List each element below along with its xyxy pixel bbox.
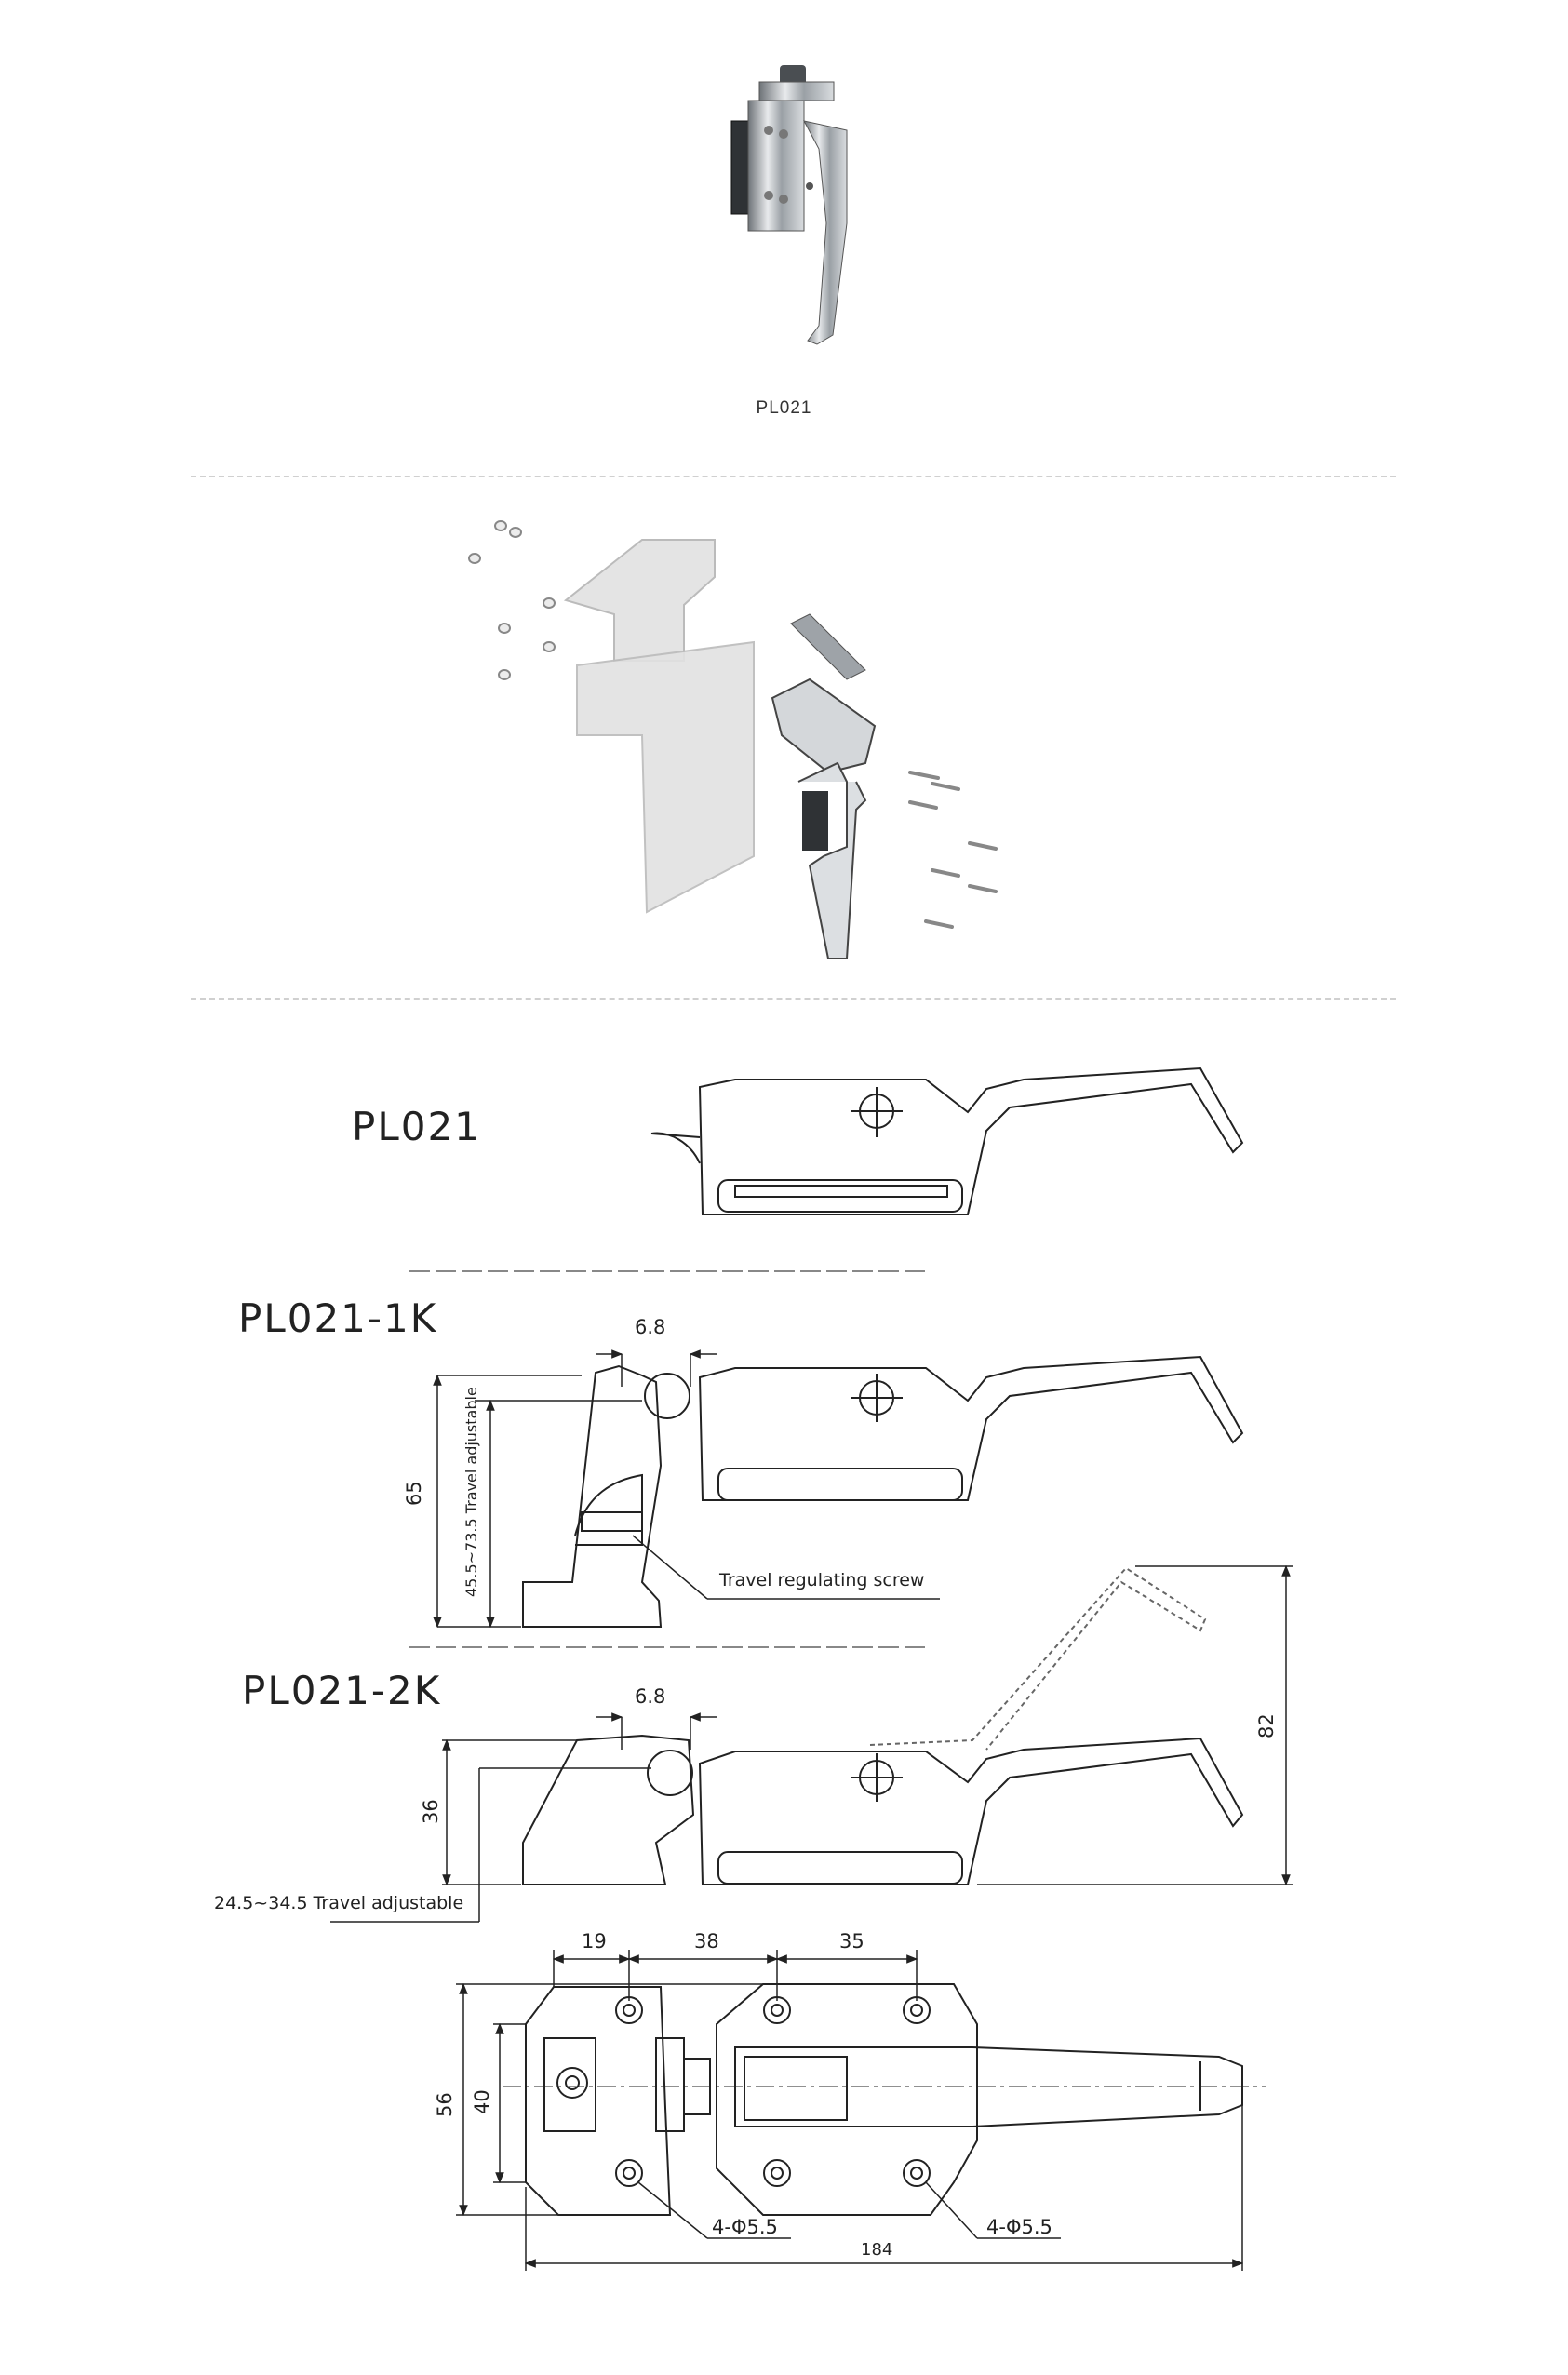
pl021-side-view xyxy=(650,1067,1244,1215)
separator xyxy=(191,998,1396,1000)
plan-view xyxy=(503,1983,1266,2216)
pl021-2k-side-view xyxy=(522,1566,1244,1885)
dim-plan-total: 184 xyxy=(861,2240,892,2260)
dim-plan-outer-h: 56 xyxy=(434,2092,456,2117)
dim-2k-open: 82 xyxy=(1255,1713,1278,1738)
dim-plan-inner-h: 40 xyxy=(471,2089,493,2114)
product-photo xyxy=(730,65,848,345)
dim-1k-height: 65 xyxy=(403,1481,425,1506)
dim-plan-c: 35 xyxy=(839,1930,864,1952)
dim-1k-top: 6.8 xyxy=(635,1316,665,1338)
drawing-title-pl021-1k: PL021-1K xyxy=(238,1295,438,1341)
pl021-1k-side-view xyxy=(522,1355,1244,1628)
holes-right-label: 4-Φ5.5 xyxy=(986,2216,1052,2238)
product-caption: PL021 xyxy=(756,398,812,418)
separator xyxy=(191,476,1396,477)
drawing-title-pl021: PL021 xyxy=(352,1104,481,1149)
dim-plan-a: 19 xyxy=(582,1930,607,1952)
dim-2k-top: 6.8 xyxy=(635,1685,665,1708)
exploded-view xyxy=(468,520,998,959)
dim-2k-height: 36 xyxy=(420,1799,442,1824)
dim-1k-travel: 45.5~73.5 Travel adjustable xyxy=(462,1387,480,1597)
drawing-title-pl021-2k: PL021-2K xyxy=(242,1668,442,1713)
note-2k-travel: 24.5~34.5 Travel adjustable xyxy=(214,1893,463,1913)
holes-left-label: 4-Φ5.5 xyxy=(712,2216,778,2238)
note-1k-screw: Travel regulating screw xyxy=(718,1570,924,1590)
dim-plan-b: 38 xyxy=(694,1930,719,1952)
